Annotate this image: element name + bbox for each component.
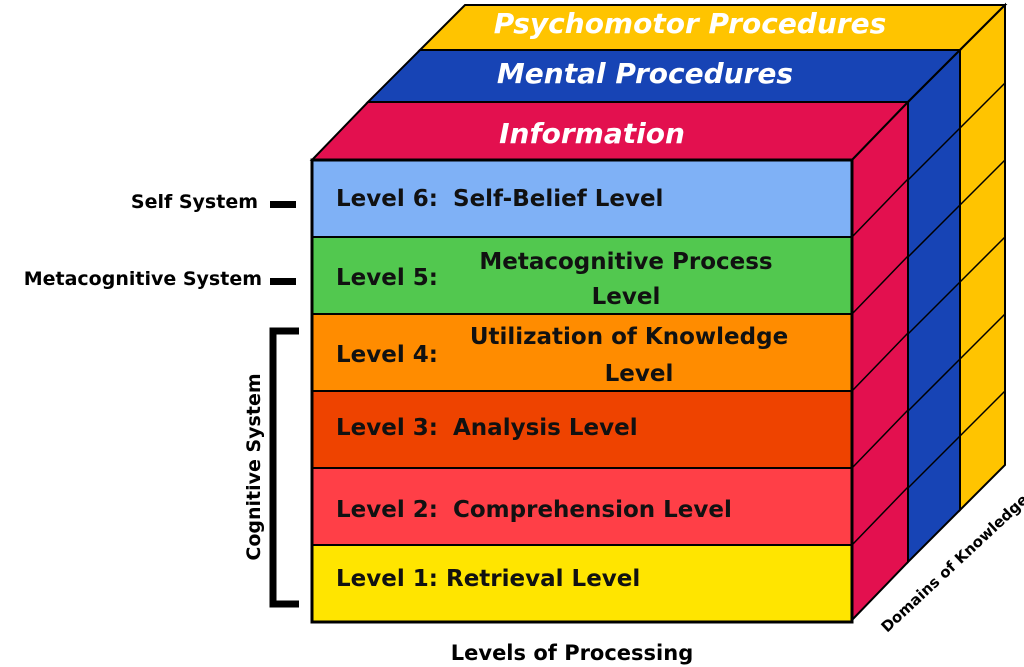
self-system-label-group: Self System (131, 191, 296, 213)
level-6-prefix: Level 6: (336, 186, 438, 212)
level-2-name-line-1: Comprehension Level (453, 497, 732, 523)
domain-side-lines-information (851, 178, 909, 546)
domain-side-mental (907, 47, 961, 565)
level-5-name-line-1: Metacognitive Process (479, 249, 772, 275)
domain-label-information: Information (499, 117, 685, 150)
level-2-face (311, 467, 853, 546)
metacognitive-system-label-group: Metacognitive System (24, 268, 296, 290)
metacognitive-system-label: Metacognitive System (24, 268, 262, 290)
cognitive-system-bracket (269, 327, 299, 608)
cube-front-outline (310, 158, 854, 624)
level-1-prefix: Level 1: (336, 566, 438, 592)
level-6-name-line-1: Self-Belief Level (453, 186, 663, 212)
cognitive-system-label-group: Cognitive System (243, 327, 299, 608)
level-6-box: Level 6: Self-Belief Level (311, 159, 853, 238)
level-3-prefix: Level 3: (336, 415, 438, 441)
domain-label-mental: Mental Procedures (497, 57, 793, 90)
domain-side-lines-mental (907, 127, 961, 489)
self-system-label: Self System (131, 191, 258, 213)
level-3-box: Level 3: Analysis Level (311, 390, 853, 469)
cognitive-system-label: Cognitive System (243, 373, 265, 560)
domain-side-lines-psychomotor (959, 82, 1006, 437)
metacognitive-system-tick (270, 278, 296, 285)
domain-side-psychomotor (959, 2, 1006, 513)
level-2-prefix: Level 2: (336, 497, 438, 523)
level-1-box: Level 1: Retrieval Level (311, 544, 853, 623)
domain-layer-mental: Mental Procedures (365, 47, 963, 565)
level-4-name-line-1: Utilization of Knowledge (470, 324, 788, 350)
level-6-face (311, 159, 853, 238)
level-4-face (311, 313, 853, 392)
level-3-name-line-1: Analysis Level (453, 415, 638, 441)
level-2-box: Level 2: Comprehension Level (311, 467, 853, 546)
domain-layer-information: Information (309, 99, 911, 623)
self-system-tick (270, 201, 296, 208)
level-5-prefix: Level 5: (336, 265, 438, 291)
level-4-box: Level 4: Utilization of Knowledge Level (311, 313, 853, 392)
level-1-name-line-1: Retrieval Level (446, 566, 640, 592)
domain-label-psychomotor: Psychomotor Procedures (494, 7, 887, 40)
level-5-face (311, 236, 853, 315)
level-5-box: Level 5: Metacognitive Process Level (311, 236, 853, 315)
level-5-name-line-2: Level (592, 284, 661, 310)
level-4-name-line-2: Level (605, 361, 674, 387)
levels-of-processing-label: Levels of Processing (451, 641, 693, 665)
level-4-prefix: Level 4: (336, 342, 438, 368)
